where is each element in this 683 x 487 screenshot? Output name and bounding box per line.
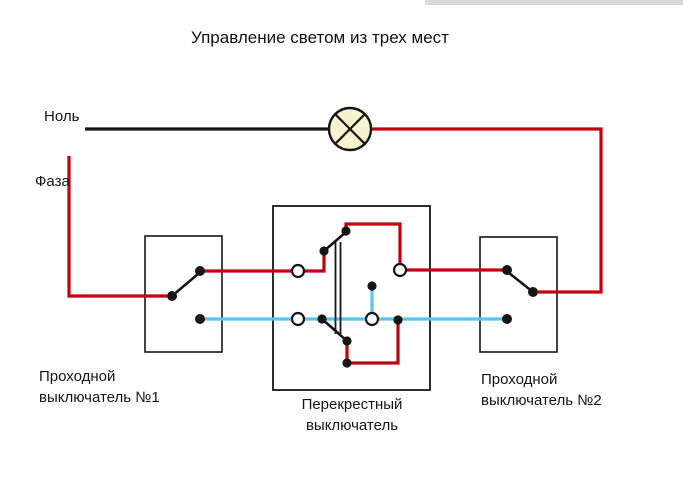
switch1-box bbox=[144, 235, 223, 353]
switch2-label: Проходной выключатель №2 bbox=[481, 369, 602, 411]
cross-switch-bottom-lever bbox=[321, 318, 348, 342]
switch1-common-terminal-dot bbox=[167, 291, 177, 301]
cross-bottom-lever-dot-right bbox=[342, 336, 352, 346]
phase-wire-lamp-to-switch2 bbox=[371, 127, 603, 294]
cross-moving-contact-dot bbox=[367, 281, 377, 291]
cross-switch-top-lever bbox=[323, 231, 347, 252]
phase-wire-cross-top-bridge bbox=[344, 222, 402, 263]
cross-top-lever-dot-left bbox=[319, 246, 329, 256]
switch1-top-terminal-dot bbox=[195, 266, 205, 276]
switch1-label: Проходной выключатель №1 bbox=[39, 366, 160, 408]
phase-wire-cross-bottom-bridge bbox=[345, 322, 400, 365]
cross-right-junction-dot bbox=[393, 315, 403, 325]
switch1-label-line1: Проходной bbox=[39, 368, 116, 385]
cross-bottom-lever-dot-left bbox=[317, 314, 327, 324]
switch2-label-line1: Проходной bbox=[481, 371, 558, 388]
phase-label: Фаза bbox=[35, 173, 70, 190]
switch2-top-terminal-dot bbox=[502, 265, 512, 275]
switch1-lever bbox=[171, 273, 199, 297]
diagram-title: Управление светом из трех мест bbox=[191, 28, 449, 47]
switch2-label-line2: выключатель №2 bbox=[481, 392, 602, 409]
phase-wire-cross-internal-left bbox=[305, 252, 326, 273]
phase-wire-feed-to-switch1 bbox=[67, 156, 167, 298]
switch2-common-terminal-dot bbox=[528, 287, 538, 297]
cross-bottom-junction-dot bbox=[342, 358, 352, 368]
cross-switch-label-line2: выключатель bbox=[305, 417, 399, 434]
switch2-lever bbox=[508, 271, 534, 294]
neutral-label: Ноль bbox=[44, 108, 80, 125]
watermark-strip bbox=[425, 0, 683, 5]
switch2-bottom-terminal-dot bbox=[502, 314, 512, 324]
cross-left-bottom-terminal bbox=[290, 311, 306, 327]
cross-top-lever-dot-right bbox=[341, 226, 351, 236]
cross-switch-label-line1: Перекрестный bbox=[301, 396, 403, 413]
switch1-label-line2: выключатель №1 bbox=[39, 389, 160, 406]
lamp-cross-line-2 bbox=[334, 113, 366, 145]
switch1-bottom-terminal-dot bbox=[195, 314, 205, 324]
cross-left-top-terminal bbox=[290, 263, 306, 279]
cross-right-bottom-terminal bbox=[364, 311, 380, 327]
cross-right-top-terminal bbox=[392, 262, 408, 278]
switch2-box bbox=[479, 236, 558, 353]
cross-switch-label: Перекрестный выключатель bbox=[267, 394, 437, 436]
cross-switch-box bbox=[272, 205, 431, 391]
